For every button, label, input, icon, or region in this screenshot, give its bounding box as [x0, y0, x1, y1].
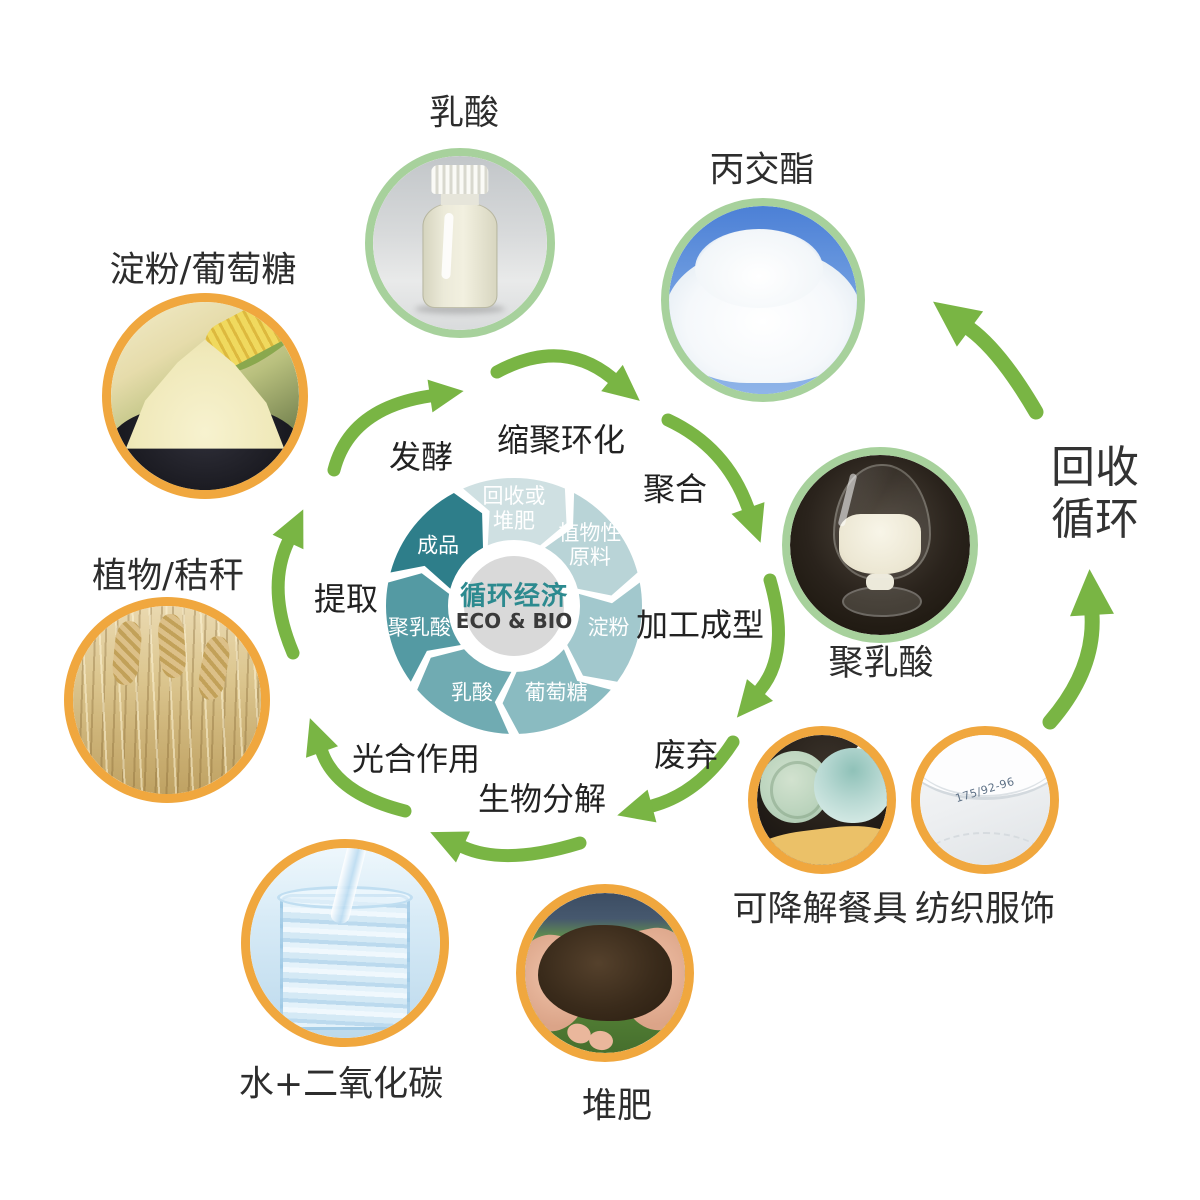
wheel-segment: [386, 573, 461, 682]
wheel-segment: [390, 493, 483, 589]
soil-hands-graphic: [525, 893, 685, 1053]
crystal-powder-graphic: [669, 206, 857, 394]
biodegradation-label: 生物分解: [477, 780, 607, 818]
wheel-segment: [567, 582, 642, 682]
tableware-graphic: [757, 735, 887, 865]
lactide-label: 丙交酯: [709, 150, 815, 191]
corn-flour-graphic: [111, 302, 299, 490]
recycle-line1: 回收: [1051, 442, 1139, 494]
wheel-segment: [502, 649, 611, 734]
water-co2-label: 水+二氧化碳: [238, 1064, 444, 1105]
water-glass-graphic: [250, 848, 440, 1038]
recycle-cycle-label: 回收 循环: [1051, 442, 1139, 546]
plant-straw-label: 植物/秸秆: [92, 556, 244, 597]
polymerization-arrow-head: [731, 502, 765, 543]
condensation-arrow: [490, 349, 619, 385]
compost-photo: [516, 884, 694, 1062]
molding-arrow: [753, 573, 785, 697]
recycle-up-arrow-head: [1070, 569, 1114, 617]
tableware-label: 可降解餐具: [732, 889, 908, 930]
flask-graphic: [790, 455, 970, 635]
recycle-line2: 循环: [1051, 494, 1139, 545]
lactide-photo: [661, 198, 865, 402]
molding-arrow-head: [736, 679, 774, 718]
wheel-segment-label: 回收或堆肥: [482, 484, 546, 533]
lactic-acid-label: 乳酸: [428, 93, 500, 134]
wheel-center-title: 循环经济: [459, 581, 569, 612]
wheel-segment-label: 乳酸: [450, 681, 493, 706]
extraction-arrow: [271, 535, 300, 660]
biodegradation-arrow: [456, 836, 587, 863]
discard-label: 废弃: [653, 736, 719, 774]
polymerization-arrow: [661, 413, 755, 515]
photosynthesis-label: 光合作用: [351, 740, 481, 778]
polymerization-label: 聚合: [642, 470, 708, 508]
pla-label: 聚乳酸: [828, 643, 934, 684]
fermentation-arrow: [327, 389, 437, 477]
extraction-arrow-head: [272, 509, 304, 550]
wheel-segment-label: 葡萄糖: [524, 681, 588, 706]
photosynthesis-arrow: [315, 745, 412, 818]
recycle-up-arrow: [1042, 607, 1100, 730]
starch-glucose-label: 淀粉/葡萄糖: [109, 250, 297, 291]
wheel-segment-label: 成品: [417, 533, 460, 558]
recycle-to-lactide-arrow: [962, 321, 1044, 420]
wheel-center-subtitle: ECO & BIO: [455, 609, 573, 633]
condensation-arrow-head: [601, 364, 640, 401]
tableware-photo: [748, 726, 896, 874]
tshirt-collar-graphic: 175/92-96: [920, 735, 1050, 865]
condensation-label: 缩聚环化: [496, 421, 626, 459]
recycle-to-lactide-arrow-head: [933, 301, 984, 347]
pla-pellets-photo: [782, 447, 978, 643]
wheel-segment-label: 植物性原料: [558, 520, 622, 570]
photosynthesis-arrow-head: [305, 718, 339, 758]
wheel-segment: [545, 493, 638, 596]
starch-glucose-photo: [102, 293, 308, 499]
wheel-segment: [463, 477, 567, 546]
molding-label: 加工成型: [635, 606, 765, 644]
fermentation-arrow-head: [427, 379, 464, 413]
wheel-segment-label: 聚乳酸: [387, 615, 451, 640]
plant-straw-photo: [64, 597, 270, 803]
fermentation-label: 发酵: [388, 438, 454, 476]
textile-label: 纺织服饰: [914, 889, 1056, 930]
bottle-graphic: [373, 156, 547, 330]
wheel-segment-label: 淀粉: [587, 615, 630, 640]
extraction-label: 提取: [313, 580, 379, 618]
water-co2-photo: [241, 839, 449, 1047]
wheat-graphic: [73, 606, 261, 794]
compost-label: 堆肥: [581, 1086, 653, 1127]
discard-arrow-head: [617, 789, 657, 823]
lactic-acid-photo: [365, 148, 555, 338]
bottle-cap: [431, 164, 489, 195]
textile-photo: 175/92-96: [911, 726, 1059, 874]
biodegradation-arrow-head: [430, 831, 471, 863]
discard-arrow: [645, 735, 740, 813]
wheel-center-circle: [464, 556, 564, 656]
wheel-segment: [417, 649, 512, 734]
